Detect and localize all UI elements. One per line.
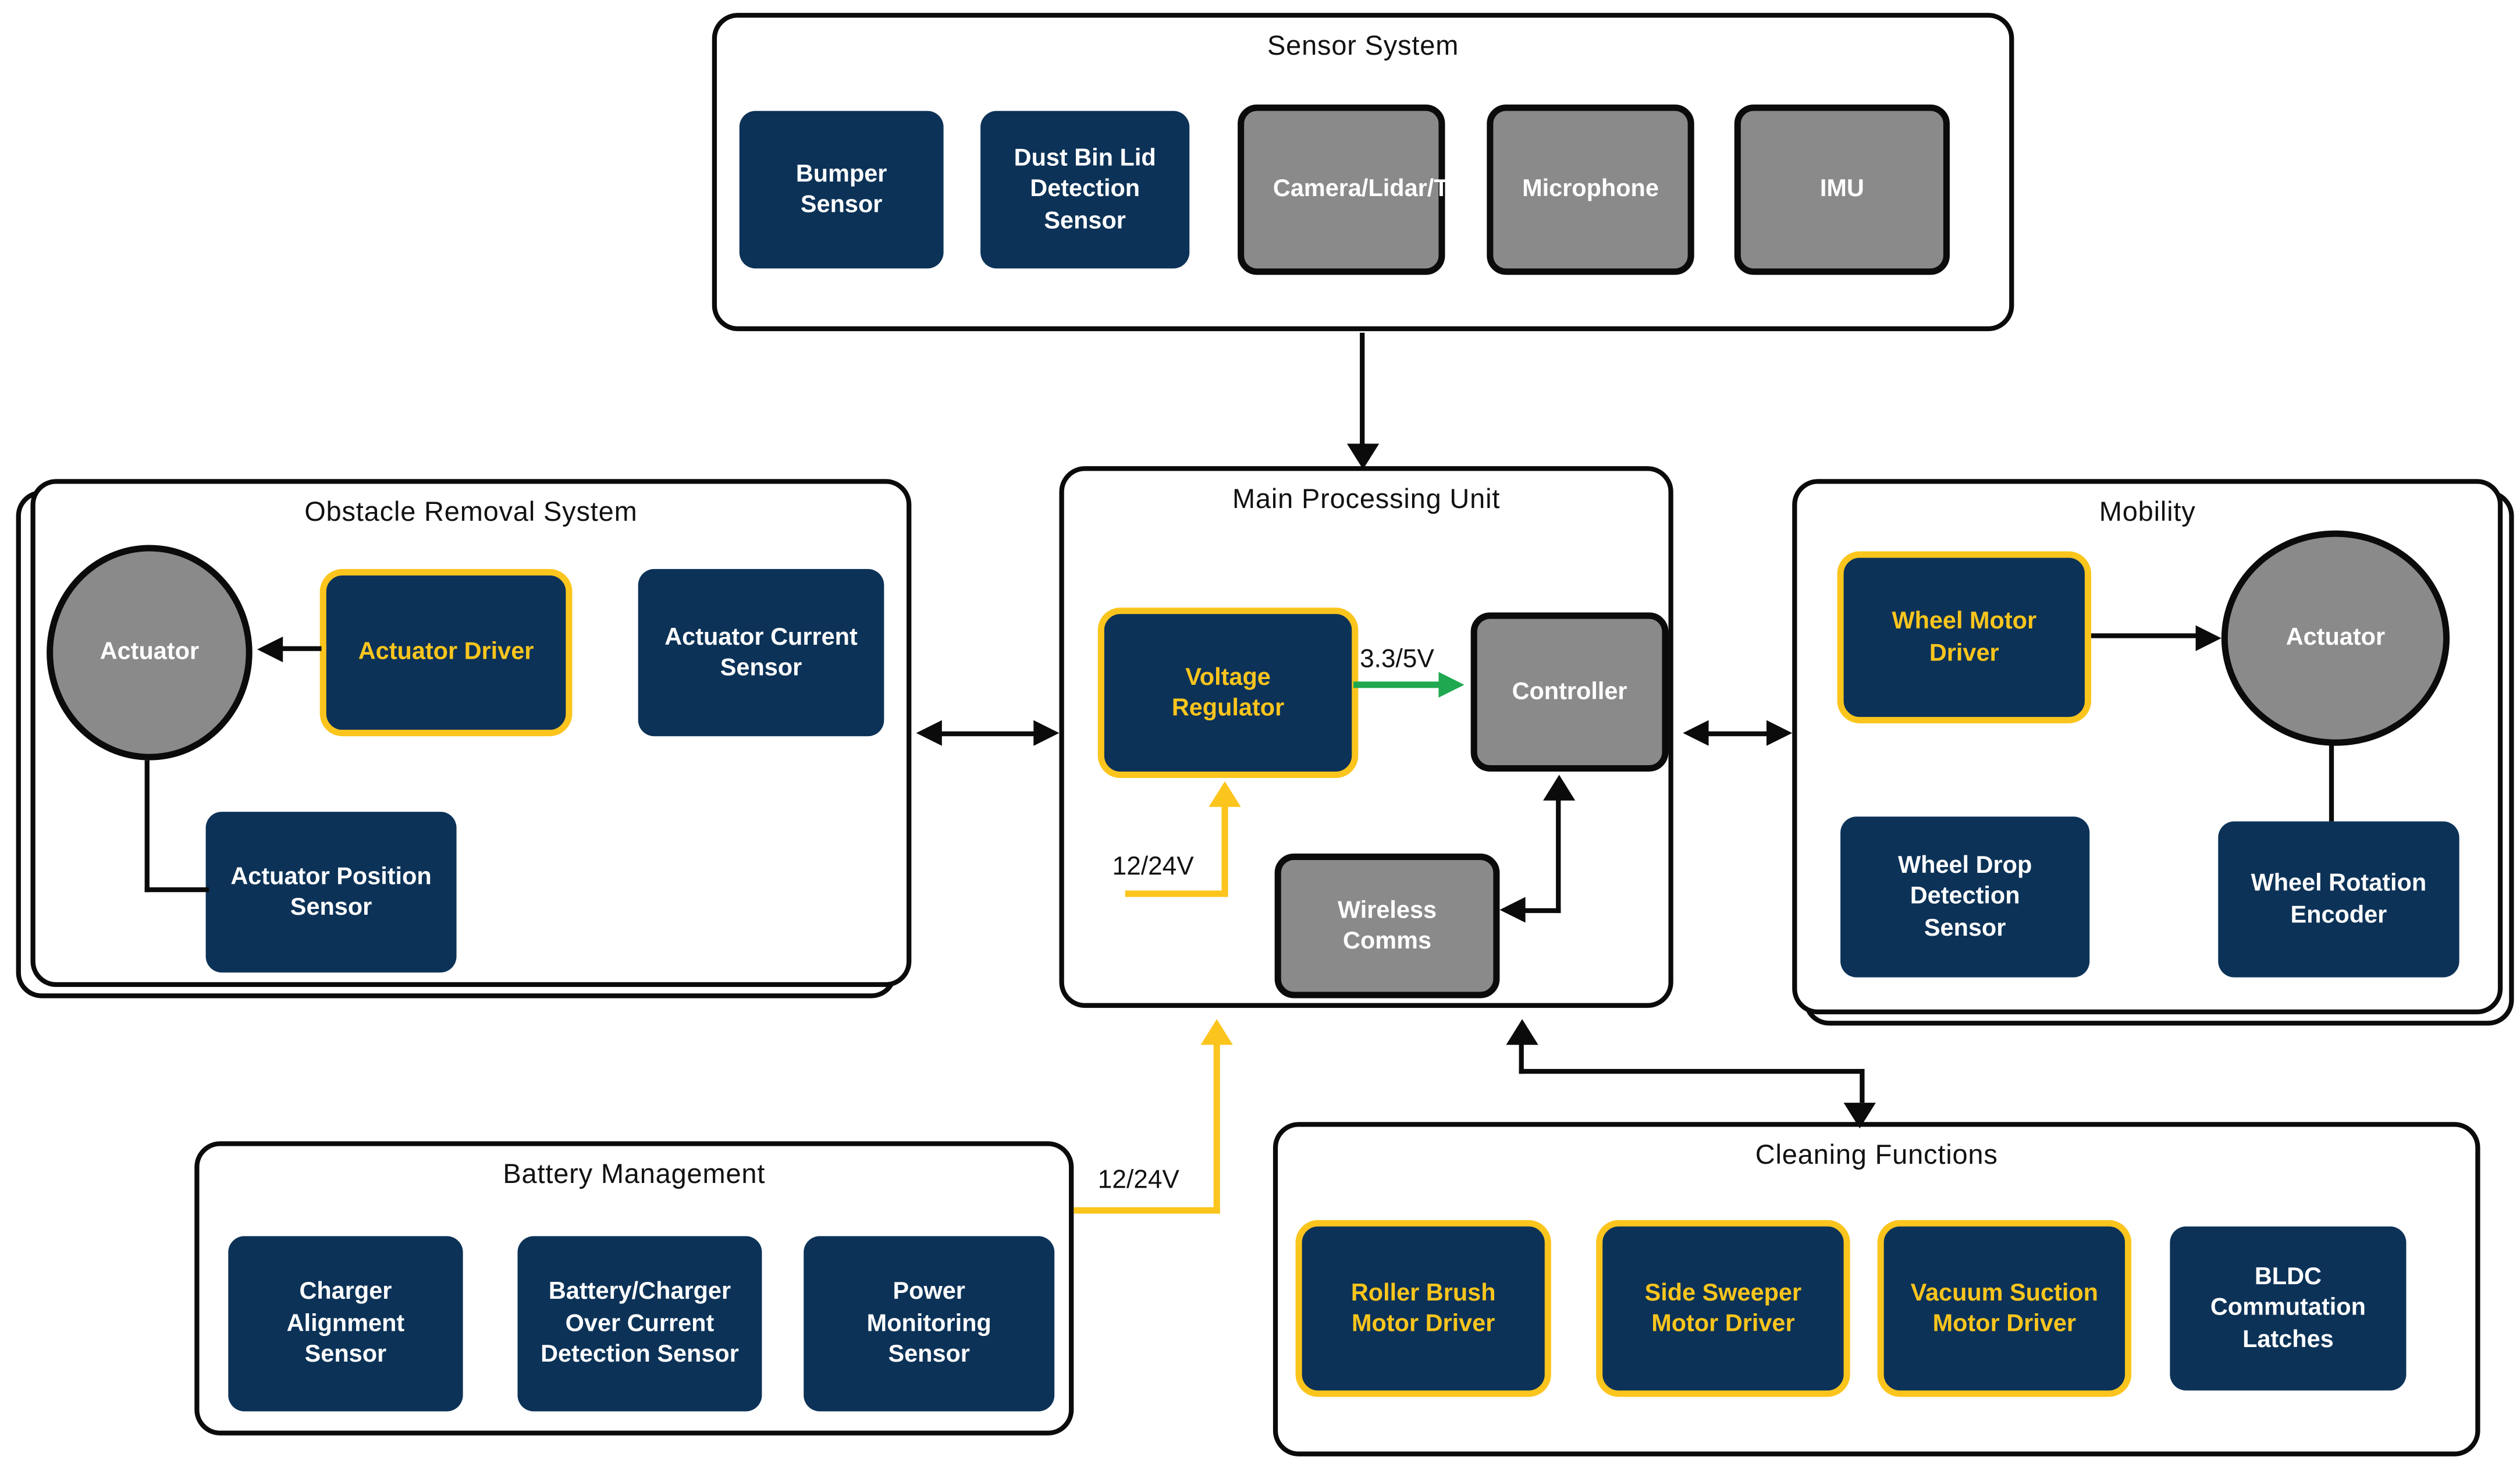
regulator-input-label: 12/24V	[1112, 853, 1194, 881]
sensor-system-title: Sensor System	[1267, 30, 1459, 61]
imu-block: IMU	[1734, 104, 1950, 275]
wheel-motor-driver-label: Wheel Motor Driver	[1892, 607, 2037, 667]
battery-power-arrowhead	[1200, 1014, 1233, 1045]
obstacle-mpu-left-arrowhead	[911, 720, 942, 746]
obstacle-removal-panel: Obstacle Removal System Actuator Actuato…	[30, 479, 912, 987]
bumper-sensor-label: Bumper Sensor	[795, 159, 887, 219]
obstacle-mpu-line	[934, 731, 1037, 737]
wheel-rotation-encoder-block: Wheel Rotation Encoder	[2218, 821, 2459, 978]
actuator-position-sensor-block: Actuator Position Sensor	[205, 812, 457, 973]
charger-alignment-sensor-block: Charger Alignment Sensor	[228, 1236, 463, 1412]
controller-wireless-up-arrowhead	[1543, 770, 1576, 801]
imu-label: IMU	[1819, 175, 1864, 203]
mobility-actuator-label: Actuator	[2286, 624, 2386, 652]
regulator-input-arrowhead	[1209, 776, 1241, 807]
main-processing-unit-title: Main Processing Unit	[1232, 484, 1501, 514]
vacuum-suction-motor-driver-label: Vacuum Suction Motor Driver	[1910, 1278, 2099, 1338]
side-sweeper-motor-driver-block: Side Sweeper Motor Driver	[1596, 1220, 1850, 1397]
actuator-to-position-sensor-hline	[144, 887, 209, 893]
roller-brush-motor-driver-block: Roller Brush Motor Driver	[1295, 1220, 1551, 1397]
wheel-drop-detection-sensor-label: Wheel Drop Detection Sensor	[1898, 851, 2032, 942]
mpu-mobility-right-arrowhead	[1766, 720, 1797, 746]
controller-wireless-vline	[1556, 789, 1561, 914]
mpu-cleaning-down-arrowhead	[1843, 1103, 1876, 1133]
mpu-cleaning-vline2	[1860, 1069, 1865, 1103]
actuator-current-sensor-label: Actuator Current Sensor	[664, 623, 858, 682]
wireless-comms-block: Wireless Comms	[1274, 853, 1500, 999]
mobility-title: Mobility	[2099, 496, 2196, 528]
regulator-input-hline	[1125, 890, 1228, 897]
driver-to-actuator-arrowhead	[253, 636, 283, 663]
sensor-system-panel: Sensor System Bumper Sensor Dust Bin Lid…	[712, 13, 2014, 332]
mpu-cleaning-up-arrowhead	[1506, 1014, 1538, 1045]
obstacle-actuator-ellipse: Actuator	[47, 545, 253, 761]
sensor-to-mpu-arrowhead	[1346, 443, 1380, 474]
cleaning-functions-panel: Cleaning Functions Roller Brush Motor Dr…	[1273, 1122, 2480, 1456]
dust-bin-lid-sensor-block: Dust Bin Lid Detection Sensor	[980, 111, 1190, 269]
battery-charger-over-current-label: Battery/Charger Over Current Detection S…	[541, 1278, 739, 1369]
dust-bin-lid-sensor-label: Dust Bin Lid Detection Sensor	[1014, 144, 1156, 234]
actuator-driver-block: Actuator Driver	[319, 568, 573, 737]
side-sweeper-motor-driver-label: Side Sweeper Motor Driver	[1644, 1278, 1802, 1338]
regulator-output-label: 3.3/5V	[1360, 646, 1434, 674]
actuator-to-position-sensor-vline	[144, 760, 150, 893]
microphone-block: Microphone	[1487, 104, 1694, 275]
cleaning-functions-title: Cleaning Functions	[1755, 1139, 1998, 1171]
obstacle-mpu-right-arrowhead	[1033, 720, 1064, 746]
microphone-label: Microphone	[1522, 175, 1659, 203]
mpu-mobility-line	[1700, 731, 1770, 737]
bumper-sensor-block: Bumper Sensor	[739, 111, 944, 269]
regulator-to-controller-arrowhead	[1438, 671, 1469, 698]
main-processing-unit-panel: Main Processing Unit Voltage Regulator C…	[1059, 466, 1673, 1008]
mobility-panel: Mobility Wheel Motor Driver Actuator Whe…	[1792, 479, 2503, 1015]
mobility-actuator-ellipse: Actuator	[2221, 530, 2450, 746]
regulator-to-controller-line	[1353, 681, 1442, 688]
wireless-comms-label: Wireless Comms	[1337, 896, 1437, 955]
obstacle-removal-title: Obstacle Removal System	[304, 496, 638, 528]
mpu-cleaning-hline	[1519, 1069, 1865, 1074]
regulator-input-vline	[1221, 795, 1228, 897]
roller-brush-motor-driver-label: Roller Brush Motor Driver	[1350, 1278, 1496, 1338]
bldc-commutation-latches-label: BLDC Commutation Latches	[2210, 1263, 2366, 1353]
actuator-driver-label: Actuator Driver	[358, 638, 534, 666]
driver-to-actuator-line	[276, 646, 322, 651]
wheel-drop-detection-sensor-block: Wheel Drop Detection Sensor	[1840, 816, 2090, 978]
battery-output-label: 12/24V	[1097, 1167, 1179, 1195]
actuator-position-sensor-label: Actuator Position Sensor	[230, 862, 432, 921]
voltage-regulator-block: Voltage Regulator	[1097, 607, 1359, 779]
actuator-current-sensor-block: Actuator Current Sensor	[638, 568, 884, 737]
battery-power-vline	[1213, 1033, 1220, 1214]
battery-power-hline	[1074, 1207, 1220, 1214]
mpu-cleaning-vline1	[1519, 1033, 1524, 1074]
battery-management-panel: Battery Management Charger Alignment Sen…	[194, 1141, 1074, 1436]
power-monitoring-sensor-label: Power Monitoring Sensor	[866, 1278, 991, 1369]
voltage-regulator-label: Voltage Regulator	[1171, 663, 1285, 722]
wheel-motor-driver-block: Wheel Motor Driver	[1837, 551, 2092, 724]
controller-wireless-hline	[1520, 908, 1561, 914]
battery-management-title: Battery Management	[503, 1159, 766, 1190]
wheel-rotation-encoder-label: Wheel Rotation Encoder	[2251, 869, 2427, 929]
mpu-mobility-left-arrowhead	[1678, 720, 1709, 746]
obstacle-actuator-label: Actuator	[99, 638, 200, 666]
charger-alignment-sensor-label: Charger Alignment Sensor	[286, 1278, 405, 1369]
sensor-to-mpu-line	[1360, 332, 1365, 446]
controller-block: Controller	[1470, 612, 1669, 772]
actuator-to-encoder-line	[2329, 742, 2334, 822]
controller-label: Controller	[1512, 678, 1627, 706]
wheel-driver-to-actuator-arrowhead	[2195, 625, 2226, 651]
controller-wireless-left-arrowhead	[1495, 897, 1526, 923]
power-monitoring-sensor-block: Power Monitoring Sensor	[804, 1236, 1055, 1412]
vacuum-suction-motor-driver-block: Vacuum Suction Motor Driver	[1877, 1220, 2132, 1397]
camera-lidar-tof-label: Camera/Lidar/TOF	[1273, 175, 1482, 203]
bldc-commutation-latches-block: BLDC Commutation Latches	[2170, 1226, 2407, 1391]
camera-lidar-tof-block: Camera/Lidar/TOF	[1238, 104, 1482, 275]
battery-charger-over-current-block: Battery/Charger Over Current Detection S…	[517, 1236, 762, 1412]
wheel-driver-to-actuator-line	[2091, 633, 2201, 638]
